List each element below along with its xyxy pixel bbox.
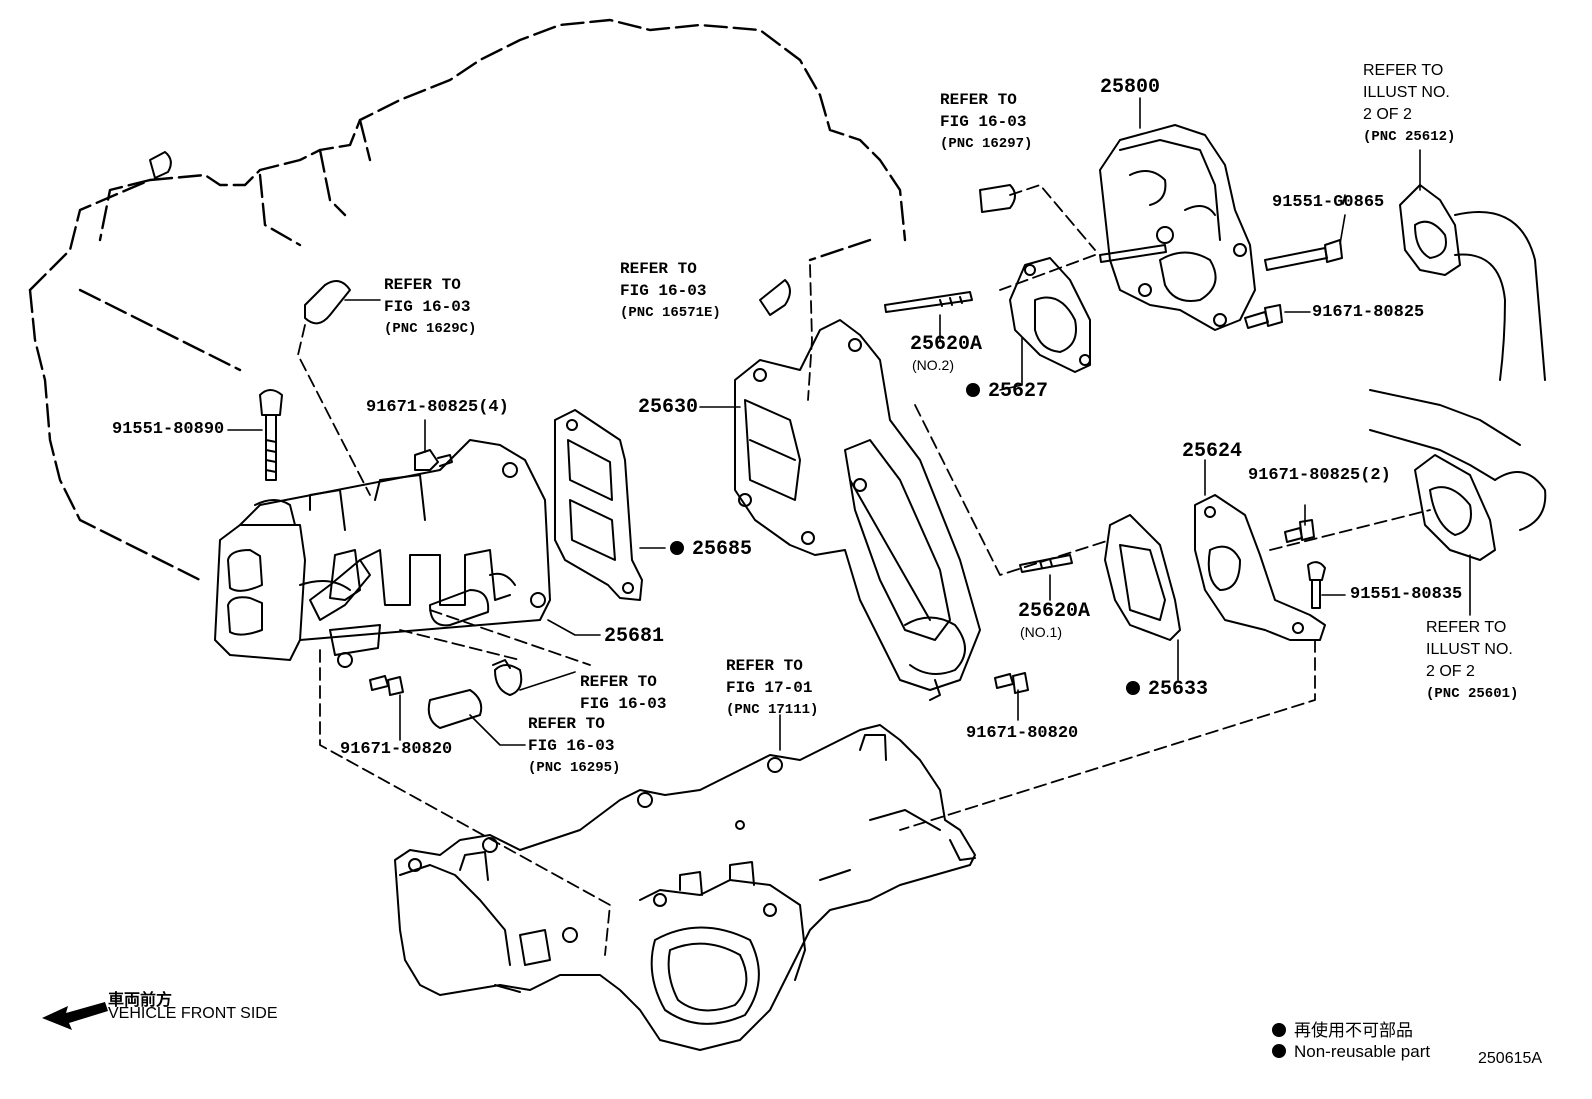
legend-non-reusable-jp: 再使用不可部品 (1272, 1016, 1413, 1041)
bolt-label-91671-80825-2: 91671-80825(2) (1248, 466, 1391, 485)
egr-housing-25630 (734, 319, 981, 701)
egr-valve-25800 (1099, 124, 1256, 331)
bolt-91671-80820-left (369, 675, 404, 696)
gasket-25685 (554, 409, 643, 601)
hose-stubs (149, 151, 1016, 325)
pipe-25612 (1399, 184, 1546, 381)
bolt-label-91671-80820-left: 91671-80820 (340, 740, 453, 759)
stud-valve (1099, 244, 1167, 263)
bolt-label-91671-80820-right: 91671-80820 (966, 724, 1079, 743)
hose (427, 689, 483, 729)
bolt-91671-80825-right (1244, 304, 1283, 329)
front-side-label-jp: 車両前方 (108, 992, 173, 1009)
non-reusable-dot-icon (1272, 1023, 1286, 1037)
part-25800: 25800 (1100, 76, 1161, 99)
engine-block-outline (28, 18, 907, 582)
non-reusable-dot-icon (1126, 681, 1140, 695)
part-25620a-no1: 25620A (1018, 600, 1091, 623)
illustration-id: 250615A (1478, 1050, 1543, 1067)
bolt-91551-80835 (1307, 561, 1326, 609)
part-25633: 25633 (1126, 678, 1208, 702)
bolt-91671-80825-2 (1284, 519, 1315, 543)
part-25681: 25681 (604, 625, 665, 648)
bolt-91551-80890 (259, 389, 283, 481)
bolt-label-91671-80825: 91671-80825 (1312, 303, 1425, 322)
part-25630: 25630 (638, 396, 699, 419)
part-25627: 25627 (966, 380, 1048, 404)
front-arrow-icon (42, 1002, 108, 1030)
pipe-25601 (1369, 389, 1547, 561)
bolt-91551-g0865 (1264, 239, 1343, 271)
clamp (492, 659, 523, 696)
part-25685: 25685 (670, 538, 752, 562)
non-reusable-dot-icon (1272, 1044, 1286, 1058)
intake-manifold (394, 724, 976, 1051)
bolt-label-91671-80825-4: 91671-80825(4) (366, 398, 509, 417)
bolt-91671-80825-left (414, 449, 453, 471)
gasket-25633 (1104, 514, 1181, 641)
part-25624: 25624 (1182, 440, 1243, 463)
egr-cooler (214, 439, 551, 668)
leader-lines (227, 97, 1471, 751)
bolt-91671-80820-right (994, 672, 1029, 694)
non-reusable-dot-icon (670, 541, 684, 555)
stud-25620a-no2 (884, 291, 973, 313)
bolt-label-91551-80890: 91551-80890 (112, 420, 225, 439)
bolt-label-91551-80835: 91551-80835 (1350, 585, 1463, 604)
stud-25620a-no1 (1019, 554, 1073, 573)
part-25620a-no2-note: (NO.2) (912, 357, 954, 373)
part-25620a-no2: 25620A (910, 333, 983, 356)
front-side-label-en: VEHICLE FRONT SIDE (108, 1005, 278, 1022)
legend-non-reusable-en: Non-reusable part (1272, 1042, 1430, 1062)
part-25620a-no1-note: (NO.1) (1020, 624, 1062, 640)
bolt-label-91551-g0865: 91551-G0865 (1272, 193, 1385, 212)
bracket-25624 (1194, 494, 1326, 641)
gasket-25627 (1009, 257, 1091, 373)
non-reusable-dot-icon (966, 383, 980, 397)
